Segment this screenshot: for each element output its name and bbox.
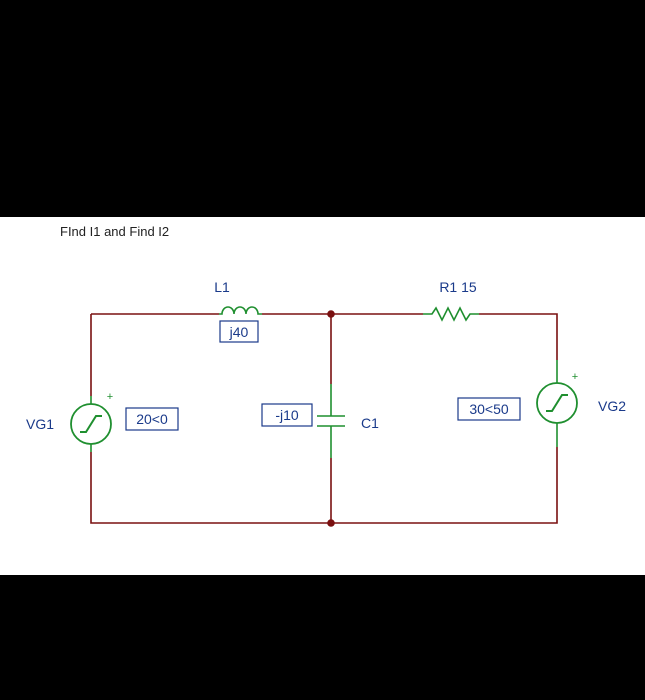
vg2-polarity: + (572, 371, 578, 383)
inductor-label: L1 (214, 279, 230, 295)
resistor-label: R1 15 (439, 279, 477, 295)
capacitor-label: C1 (361, 415, 379, 431)
vg1-value-box (125, 407, 179, 431)
inductor-L1 (219, 306, 262, 315)
question-text: FInd I1 and Find I2 (60, 224, 170, 239)
capacitor-value: -j10 (275, 407, 299, 423)
inductor-value: j40 (229, 324, 249, 340)
source-VG2 (536, 360, 578, 447)
vg1-value: 20<0 (136, 411, 168, 427)
capacitor-C1 (317, 384, 345, 458)
junction-bottom (327, 519, 335, 527)
vg2-value: 30<50 (469, 401, 509, 417)
vg1-polarity: + (107, 391, 113, 403)
junction-top (327, 310, 335, 318)
source-symbol-icon (546, 394, 568, 412)
resistor-R1 (423, 306, 479, 322)
wires (90, 313, 558, 524)
vg2-label: VG2 (598, 398, 626, 414)
inductor-value-box (219, 320, 259, 343)
wire-top-right (479, 313, 558, 360)
vg2-value-box (457, 397, 521, 421)
source-VG1 (70, 396, 112, 452)
capacitor-value-box (261, 403, 313, 427)
source-symbol-icon (80, 415, 102, 433)
vg1-label: VG1 (26, 416, 54, 432)
wire-left-lower (90, 447, 558, 524)
